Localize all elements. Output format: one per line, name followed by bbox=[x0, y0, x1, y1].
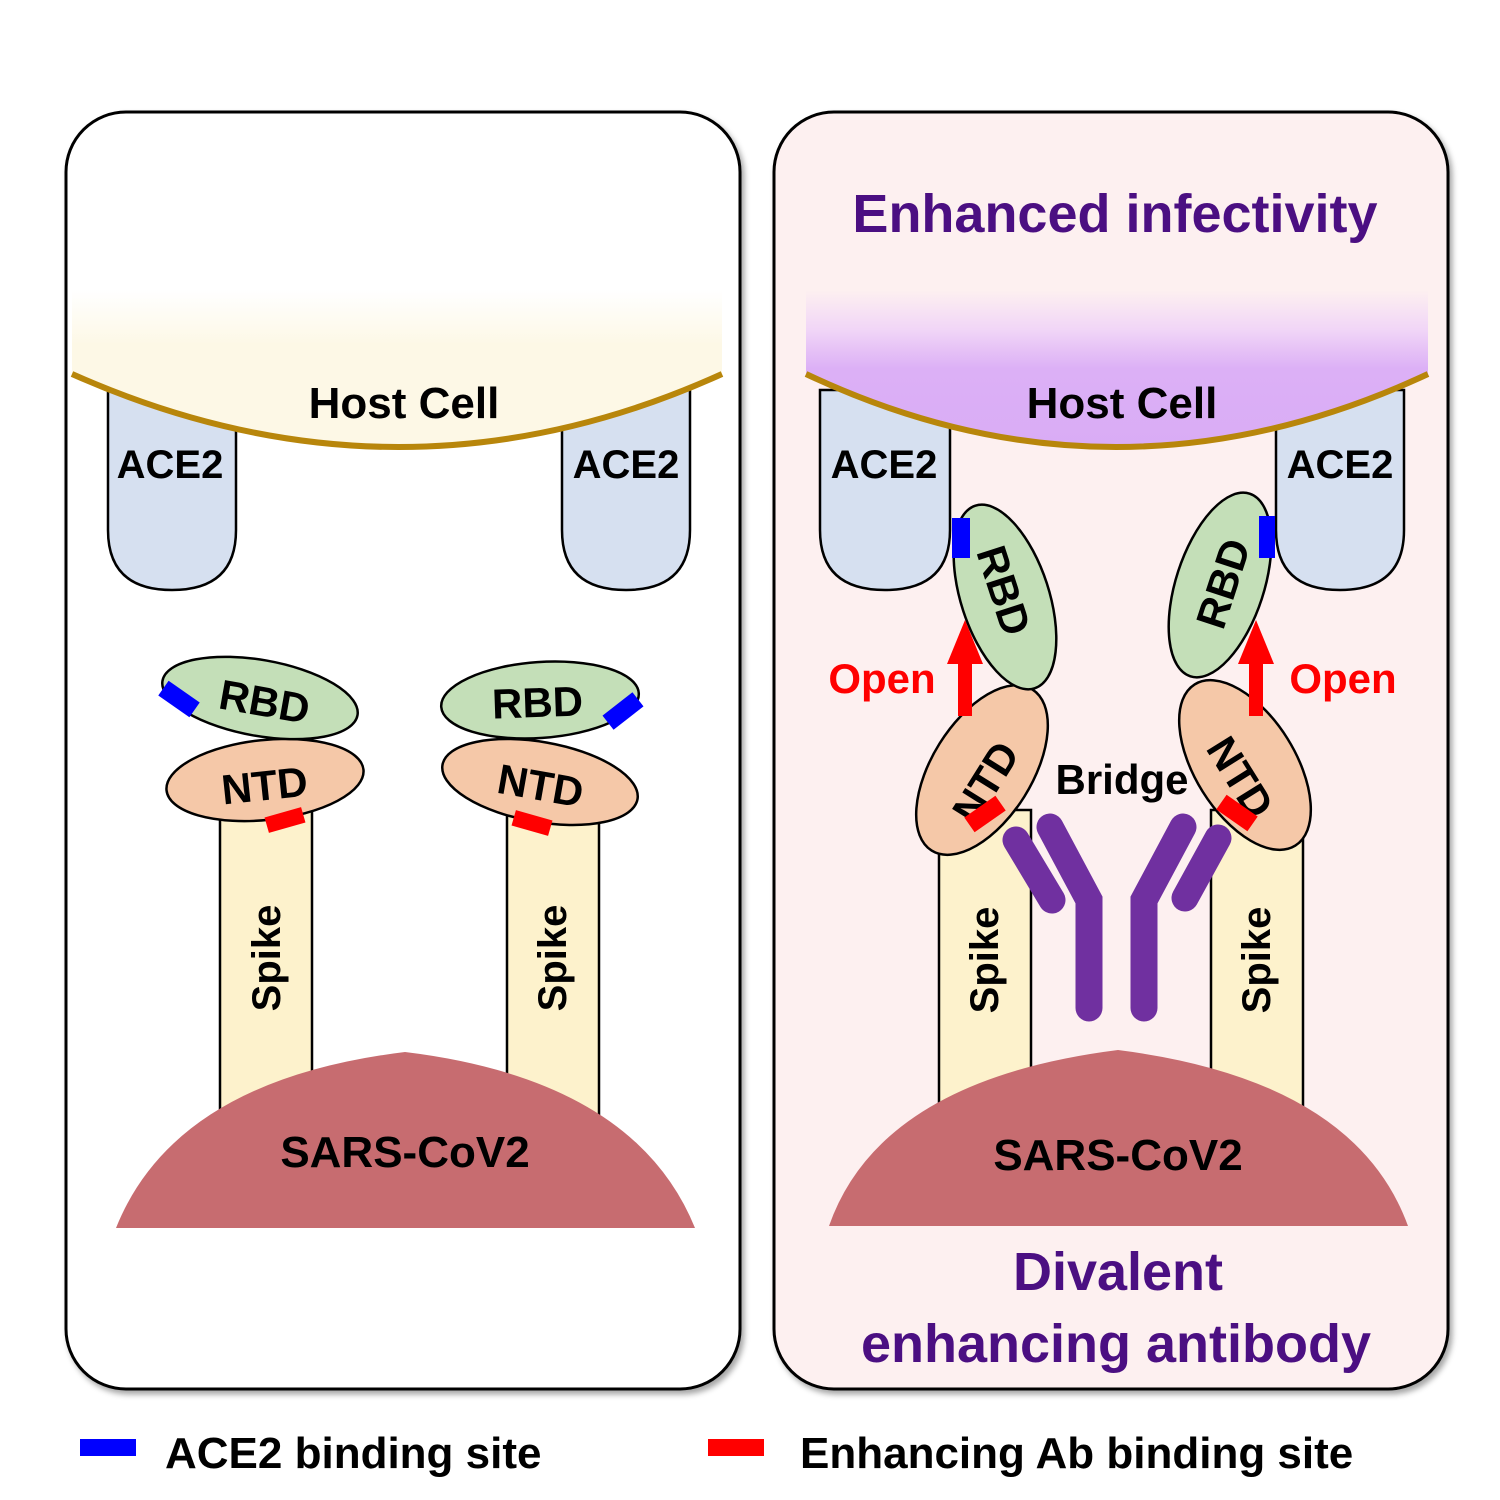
host-membrane-right bbox=[804, 371, 1430, 450]
ace2-label-right-enhanced: ACE2 bbox=[1287, 443, 1394, 487]
rbd-left-enhanced bbox=[952, 503, 1058, 691]
ace2-label-left-enhanced: ACE2 bbox=[831, 443, 938, 487]
legend-label-ace2-site: ACE2 binding site bbox=[165, 1429, 541, 1478]
enhanced-infectivity-title: Enhanced infectivity bbox=[852, 184, 1377, 244]
legend-swatch-blue bbox=[80, 1439, 136, 1456]
ab-site-left bbox=[264, 807, 306, 833]
virus-label-left: SARS-CoV2 bbox=[280, 1128, 529, 1177]
spike-right bbox=[505, 804, 601, 1128]
divalent-antibody bbox=[1002, 813, 1232, 1022]
bridge-label: Bridge bbox=[1055, 756, 1188, 803]
ace2-site-right-enhanced bbox=[1259, 516, 1275, 558]
arrow-up-icon-left-shaft bbox=[958, 660, 972, 716]
rbd-label-right: RBD bbox=[491, 677, 584, 727]
host-cell-right bbox=[806, 290, 1428, 447]
legend: ACE2 binding site Enhancing Ab binding s… bbox=[80, 1429, 1353, 1478]
antibody-heavy-chain-right bbox=[1130, 813, 1197, 1022]
ab-site-right-enhanced bbox=[1216, 794, 1258, 832]
rbd-left bbox=[161, 655, 359, 741]
virus-label-right: SARS-CoV2 bbox=[993, 1131, 1242, 1180]
spike-left bbox=[218, 804, 314, 1128]
open-arrow-right bbox=[1238, 620, 1274, 716]
caption-line-2: enhancing antibody bbox=[861, 1314, 1371, 1374]
arrow-up-icon-right bbox=[1238, 620, 1274, 664]
ace2-receptor-right-enhanced bbox=[1274, 388, 1406, 592]
open-label-right: Open bbox=[1289, 655, 1396, 702]
ace2-site-right bbox=[602, 692, 644, 730]
ace2-label-right: ACE2 bbox=[573, 443, 680, 487]
arrow-up-icon-left bbox=[947, 620, 983, 664]
caption-line-1: Divalent bbox=[1013, 1242, 1223, 1302]
host-cell-label: Host Cell bbox=[309, 379, 500, 428]
ace2-receptor-right bbox=[560, 388, 692, 592]
virus-body-right bbox=[829, 1050, 1408, 1226]
rbd-right bbox=[439, 660, 641, 740]
open-label-left: Open bbox=[828, 655, 935, 702]
host-cell-left bbox=[72, 290, 722, 447]
host-cell-label-enhanced: Host Cell bbox=[1027, 379, 1218, 428]
ntd-right-enhanced bbox=[1177, 678, 1313, 852]
antibody-heavy-chain-left bbox=[1036, 813, 1103, 1022]
legend-label-ab-site: Enhancing Ab binding site bbox=[800, 1429, 1353, 1478]
ace2-receptor-left-enhanced bbox=[818, 388, 952, 592]
ace2-receptor-left bbox=[106, 388, 238, 592]
antibody-light-chain-right bbox=[1171, 824, 1232, 912]
ntd-label-left: NTD bbox=[219, 758, 310, 814]
spike-label-left: Spike bbox=[245, 905, 289, 1012]
ab-site-right bbox=[511, 810, 553, 836]
legend-swatch-red bbox=[708, 1439, 764, 1456]
virus-body-left bbox=[116, 1052, 695, 1228]
ab-site-left-enhanced bbox=[964, 795, 1006, 833]
ace2-label-left: ACE2 bbox=[117, 443, 224, 487]
rbd-right-enhanced bbox=[1167, 491, 1273, 679]
right-panel: Enhanced infectivity Host Cell ACE2 ACE2… bbox=[772, 110, 1450, 1391]
legend-item-ace2-site: ACE2 binding site bbox=[80, 1429, 541, 1478]
spike-label-right: Spike bbox=[531, 905, 575, 1012]
left-panel: Host Cell ACE2 ACE2 Spike Spike NTD NTD … bbox=[64, 110, 742, 1391]
arrow-up-icon-right-shaft bbox=[1249, 660, 1263, 716]
spike-label-left-enhanced: Spike bbox=[963, 907, 1007, 1014]
open-arrow-left bbox=[947, 620, 983, 716]
host-membrane-left bbox=[70, 371, 724, 450]
spike-label-right-enhanced: Spike bbox=[1235, 907, 1279, 1014]
antibody-light-chain-left bbox=[1002, 826, 1066, 914]
ace2-site-left bbox=[158, 680, 200, 718]
ace2-site-left-enhanced bbox=[952, 518, 970, 558]
legend-item-ab-site: Enhancing Ab binding site bbox=[708, 1429, 1353, 1478]
